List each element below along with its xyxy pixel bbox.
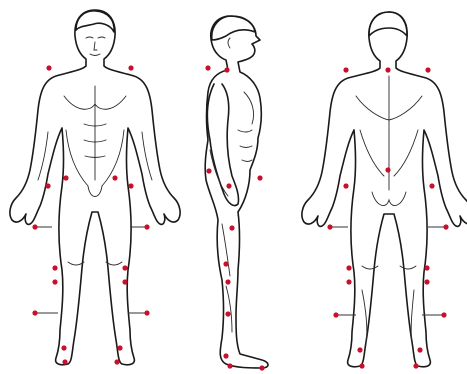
marker-point <box>385 167 390 172</box>
marker-point <box>45 183 50 188</box>
marker-point <box>128 65 133 70</box>
marker-point <box>413 363 418 368</box>
marker-point <box>52 279 57 284</box>
marker-point <box>114 359 119 364</box>
marker-point <box>224 67 229 72</box>
marker-point <box>122 279 127 284</box>
marker-point <box>225 311 230 316</box>
marker-point <box>429 183 434 188</box>
marker-point <box>223 261 228 266</box>
marker-point <box>128 183 133 188</box>
marker-point <box>32 310 37 315</box>
marker-point <box>333 312 338 317</box>
marker-point <box>52 265 57 270</box>
marker-point <box>443 224 448 229</box>
marker-point <box>229 225 234 230</box>
marker-point <box>417 347 422 352</box>
marker-point <box>327 224 332 229</box>
marker-point <box>122 265 127 270</box>
marker-point <box>225 279 230 284</box>
marker-point <box>144 310 149 315</box>
marker-point <box>385 67 390 72</box>
marker-point <box>32 224 37 229</box>
marker-point <box>424 265 429 270</box>
marker-point <box>62 359 67 364</box>
marker-point <box>61 345 66 350</box>
marker-point <box>425 67 430 72</box>
marker-point <box>227 363 232 368</box>
marker-point <box>46 65 51 70</box>
marker-point <box>346 265 351 270</box>
marker-point <box>223 353 228 358</box>
marker-point <box>424 279 429 284</box>
marker-point <box>343 67 348 72</box>
marker-point <box>257 175 262 180</box>
marker-point <box>346 279 351 284</box>
marker-point <box>441 312 446 317</box>
marker-point <box>205 65 210 70</box>
marker-point <box>144 224 149 229</box>
marker-point <box>343 183 348 188</box>
marker-point <box>259 365 264 370</box>
marker-point <box>226 183 231 188</box>
marker-point <box>206 168 211 173</box>
side-view-figure <box>205 16 268 368</box>
marker-point <box>117 345 122 350</box>
marker-point <box>63 175 68 180</box>
marker-point <box>112 175 117 180</box>
marker-point <box>357 347 362 352</box>
marker-point <box>359 363 364 368</box>
